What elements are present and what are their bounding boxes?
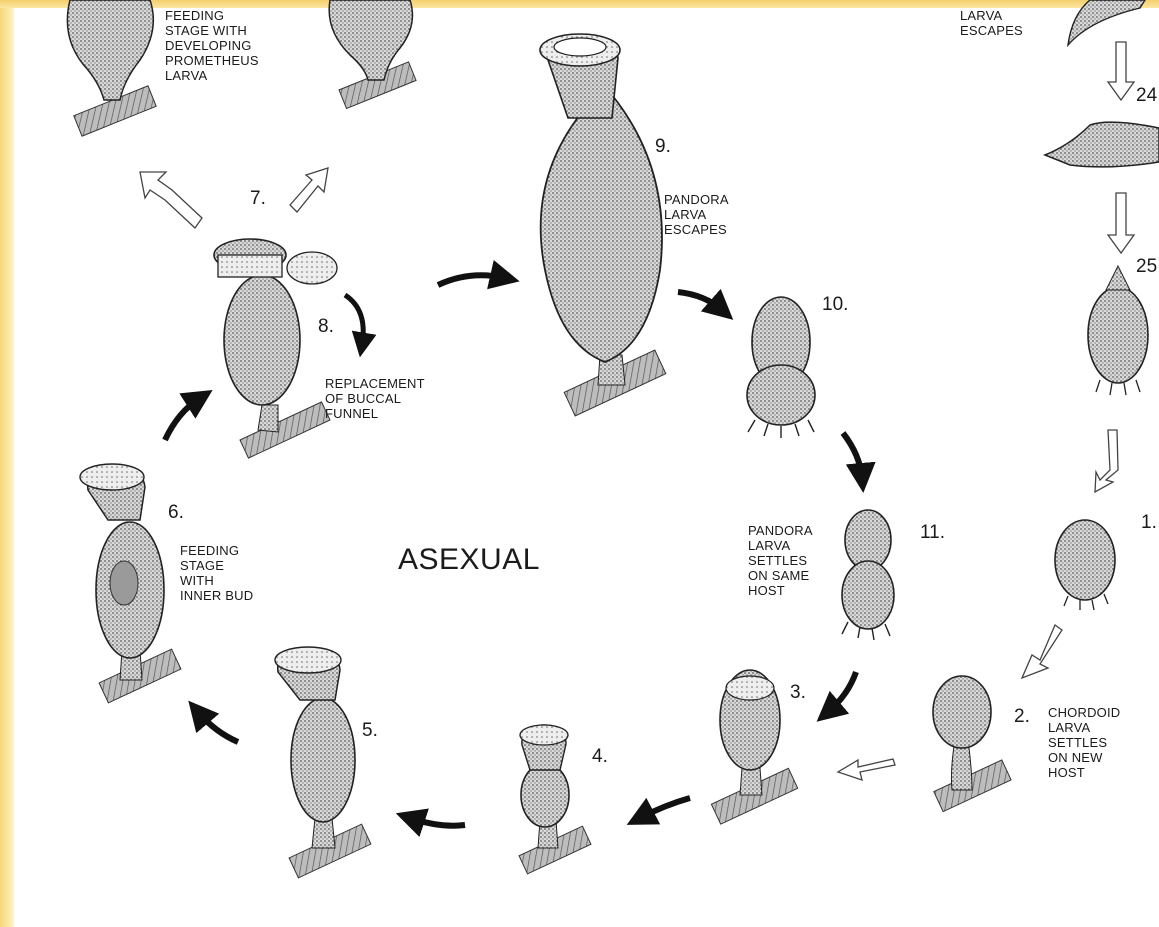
label-pandora-settles: PANDORA LARVA SETTLES ON SAME HOST — [748, 523, 813, 598]
stage-7-8-organism — [214, 239, 337, 458]
arrow-6-to-7 — [165, 398, 200, 440]
arrow-3-to-4 — [640, 798, 690, 818]
arrow-10-to-11 — [843, 433, 862, 478]
stage-number-9: 9. — [655, 136, 671, 158]
stage-feeding-prometheus-left — [67, 0, 156, 136]
stage-number-1: 1. — [1141, 512, 1157, 534]
arrow-9-to-10 — [678, 292, 722, 310]
hollow-arrow-to-24 — [1108, 42, 1134, 100]
label-chordoid-settles: CHORDOID LARVA SETTLES ON NEW HOST — [1048, 705, 1120, 780]
stage-number-6: 6. — [168, 502, 184, 524]
label-feeding-inner-bud: FEEDING STAGE WITH INNER BUD — [180, 543, 253, 603]
stage-number-25: 25 — [1136, 256, 1157, 278]
top-right-organism — [1068, 0, 1145, 45]
arrow-replacement — [345, 295, 363, 345]
arrow-11-to-3 — [828, 672, 856, 712]
asexual-title: ASEXUAL — [398, 543, 540, 577]
stage-4-organism — [519, 725, 591, 874]
hollow-arrow-2-to-3 — [838, 759, 895, 780]
stage-number-10: 10. — [822, 294, 848, 316]
label-replacement-buccal-funnel: REPLACEMENT OF BUCCAL FUNNEL — [325, 376, 425, 421]
label-larva-escapes: LARVA ESCAPES — [960, 8, 1023, 38]
stage-11-larva — [842, 510, 894, 640]
label-feeding-prometheus: FEEDING STAGE WITH DEVELOPING PROMETHEUS… — [165, 8, 259, 83]
stage-number-4: 4. — [592, 746, 608, 768]
stage-1-larva — [1055, 520, 1115, 610]
stage-2-organism — [933, 676, 1011, 812]
stage-number-8: 8. — [318, 316, 334, 338]
stage-25-organism — [1088, 266, 1148, 395]
stage-number-5: 5. — [362, 720, 378, 742]
arrow-4-to-5 — [410, 818, 465, 826]
arrow-7-to-9 — [438, 275, 505, 285]
stage-3-organism — [711, 670, 797, 824]
stage-9-organism — [540, 34, 666, 416]
stage-6-organism — [80, 464, 181, 703]
label-pandora-escapes: PANDORA LARVA ESCAPES — [664, 192, 729, 237]
stage-number-24: 24 — [1136, 85, 1157, 107]
hollow-arrow-25-to-1 — [1095, 430, 1118, 492]
stage-number-11: 11. — [920, 522, 945, 544]
stage-number-7: 7. — [250, 188, 266, 210]
stage-feeding-prometheus-right — [329, 0, 416, 109]
hollow-arrow-to-left-stage — [140, 172, 202, 228]
hollow-arrow-1-to-2 — [1022, 625, 1062, 678]
stage-5-organism — [275, 647, 371, 878]
stage-number-3: 3. — [790, 682, 806, 704]
stage-10-larva — [747, 297, 815, 438]
stage-number-2: 2. — [1014, 706, 1030, 728]
hollow-arrow-to-right-stage — [290, 168, 328, 212]
hollow-arrow-to-25 — [1108, 193, 1134, 253]
arrow-5-to-6 — [198, 712, 238, 742]
stage-24-organism — [1045, 122, 1159, 167]
